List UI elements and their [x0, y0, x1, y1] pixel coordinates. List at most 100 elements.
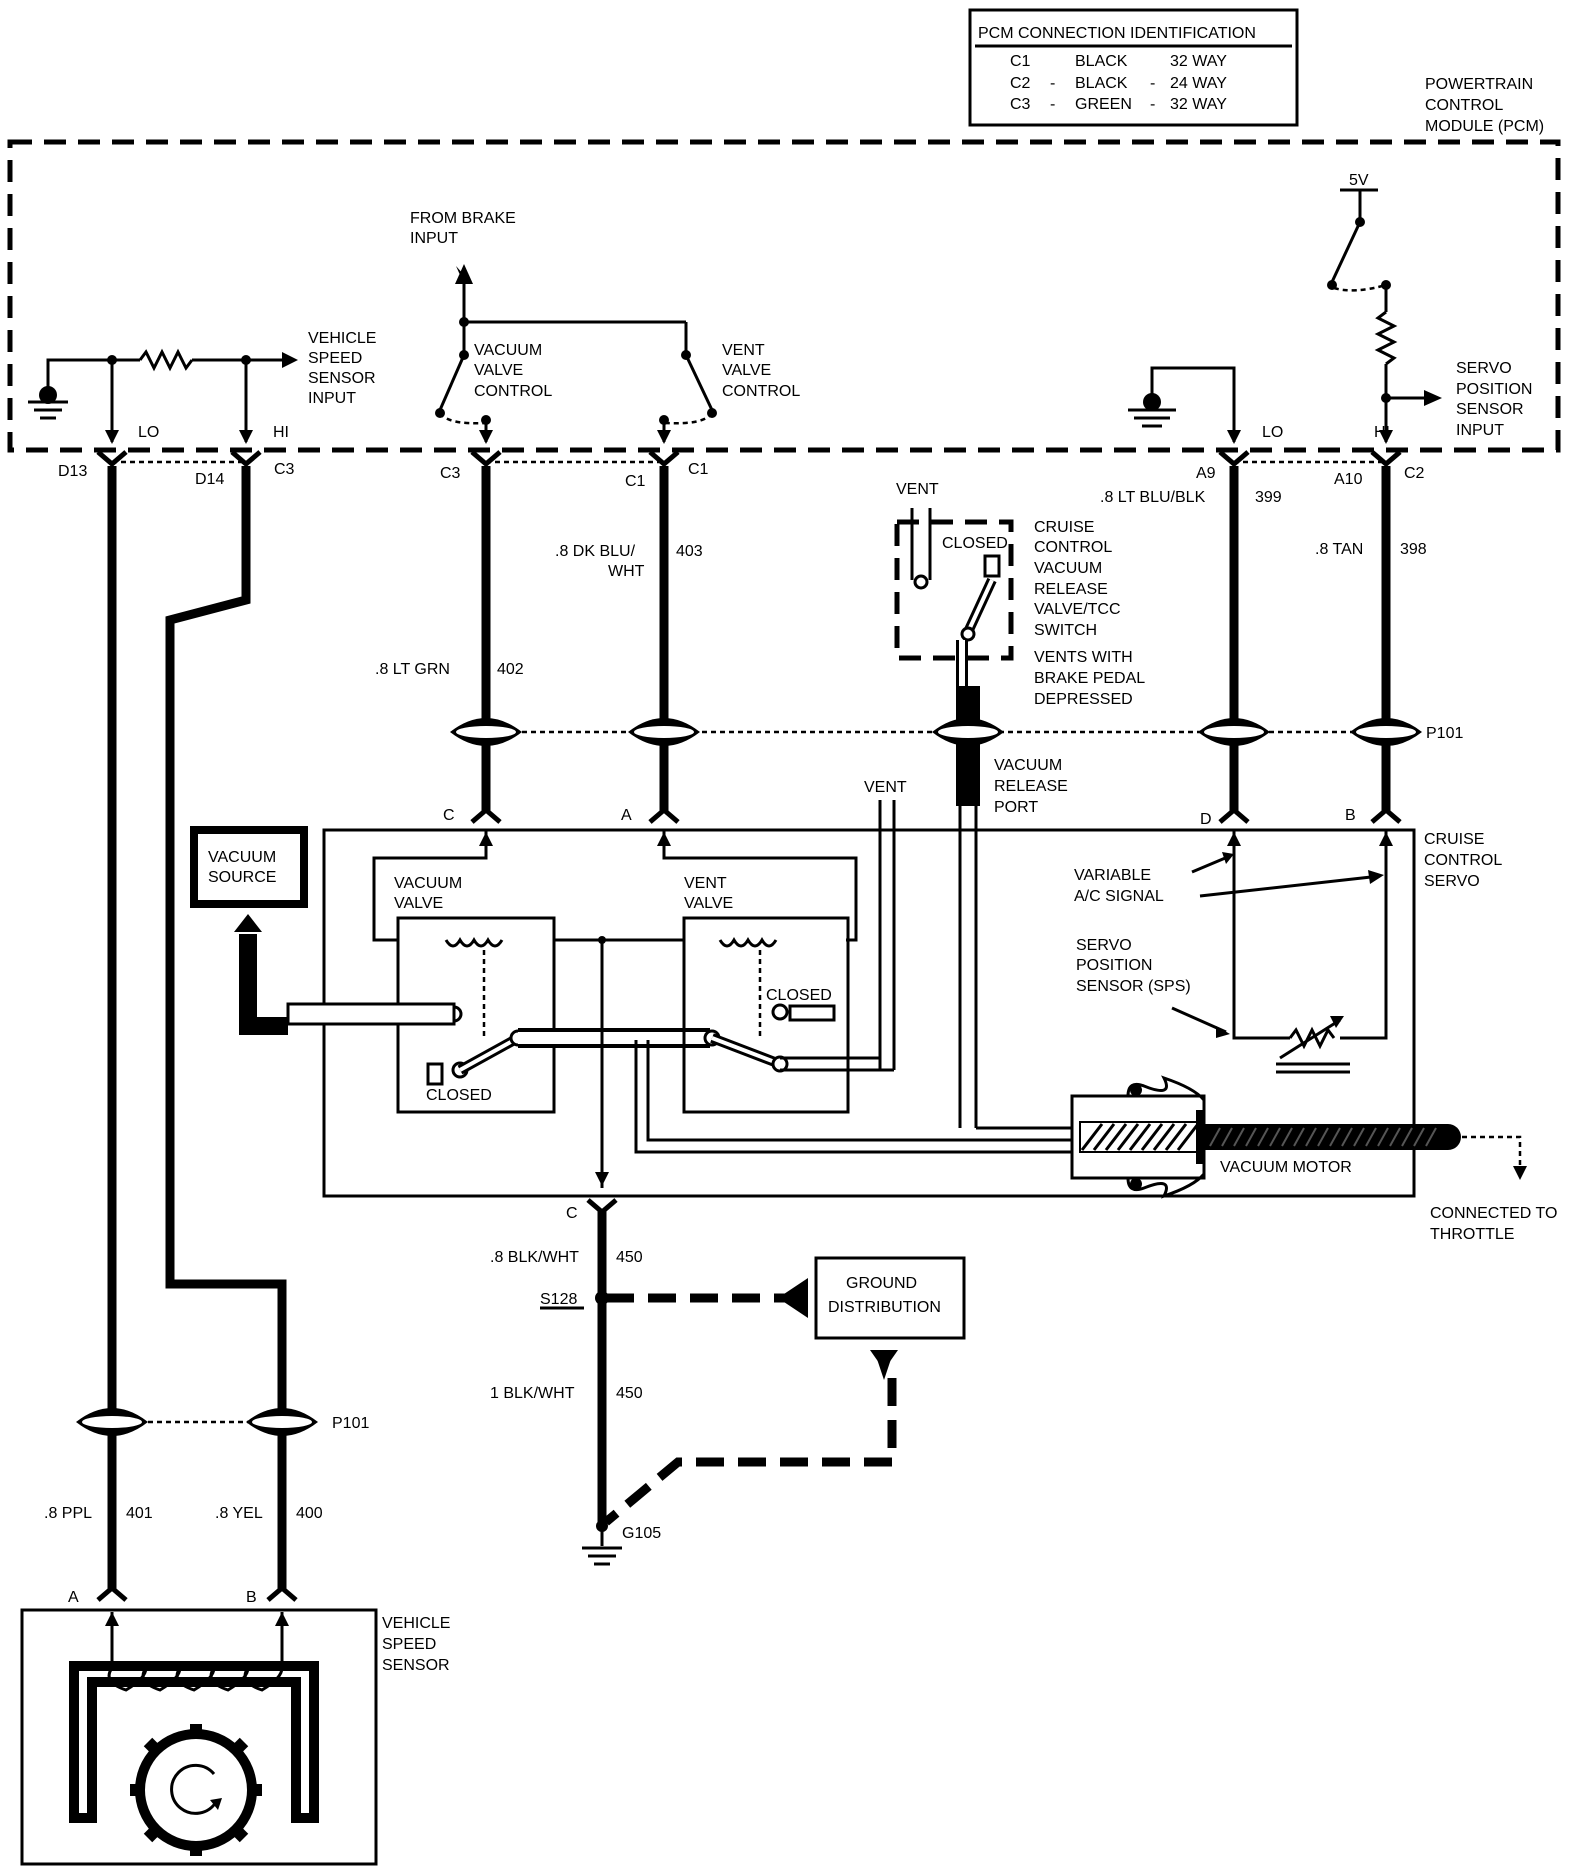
- diagram-label: SPEED: [382, 1636, 436, 1653]
- diagram-label: 398: [1400, 541, 1427, 558]
- connector-label: P101: [1426, 725, 1463, 742]
- diagram-label: MODULE (PCM): [1425, 118, 1544, 135]
- diagram-label: CONTROL: [1425, 97, 1503, 114]
- diagram-label: VALVE: [684, 895, 733, 912]
- diagram-label: SERVO: [1076, 937, 1132, 954]
- diagram-label: VEHICLE: [308, 330, 376, 347]
- diagram-label: GREEN: [1075, 96, 1132, 113]
- diagram-label: 32 WAY: [1170, 96, 1227, 113]
- diagram-label: D: [1200, 811, 1212, 828]
- diagram-label: INPUT: [308, 390, 356, 407]
- connector-grommet: [1198, 718, 1270, 746]
- ground-g105: G105: [622, 1525, 661, 1542]
- ground-icon: [582, 1546, 622, 1566]
- connector-p101-upper: P101 VACUUM RELEASE PORT: [450, 718, 1463, 816]
- connector-grommet: [628, 718, 700, 746]
- ground-distribution: S128 GROUND DISTRIBUTION G105: [540, 1256, 966, 1566]
- diagram-label: BLACK: [1075, 53, 1128, 70]
- diagram-label: VARIABLE: [1074, 867, 1151, 884]
- pcm-vss-input-circuit: LO HI VEHICLE SPEED SENSOR INPUT: [28, 330, 376, 444]
- diagram-label: INPUT: [1456, 422, 1504, 439]
- diagram-label: SENSOR: [308, 370, 376, 387]
- pcm-table-row: C1 BLACK 32 WAY: [1010, 53, 1227, 70]
- diagram-label: BLACK: [1075, 75, 1128, 92]
- diagram-label: VACUUM: [474, 342, 542, 359]
- diagram-label: CONNECTED TO: [1430, 1205, 1557, 1222]
- pcm-valve-control-circuit: FROM BRAKE INPUT VACUUM VALVE CONTROL VE…: [410, 210, 800, 444]
- diagram-label: A: [68, 1589, 79, 1606]
- diagram-label: VENT: [684, 875, 727, 892]
- diagram-label: 403: [676, 543, 703, 560]
- diagram-label: VACUUM: [994, 757, 1062, 774]
- vehicle-speed-sensor: A B VEHICLE SPEED SENSOR: [20, 1584, 450, 1866]
- diagram-label: HI: [1374, 424, 1390, 441]
- diagram-label: CONTROL: [474, 383, 552, 400]
- diagram-label: SENSOR (SPS): [1076, 978, 1191, 995]
- diagram-label: -: [1150, 75, 1155, 92]
- ground-icon: [28, 386, 68, 420]
- diagram-label: 399: [1255, 489, 1282, 506]
- diagram-label: 24 WAY: [1170, 75, 1227, 92]
- pcm-sps-input-circuit: LO 5V HI SERVO POSITION SENSOR INPUT: [1128, 172, 1532, 444]
- diagram-label: .8 LT BLU/BLK: [1100, 489, 1206, 506]
- diagram-label: FROM BRAKE: [410, 210, 516, 227]
- diagram-label: VEHICLE: [382, 1615, 450, 1632]
- diagram-label: VALVE: [474, 362, 523, 379]
- diagram-label: -: [1050, 75, 1055, 92]
- diagram-label: PORT: [994, 799, 1038, 816]
- connector-grommet: [450, 718, 522, 746]
- diagram-label: C1: [1010, 53, 1031, 70]
- diagram-label: CONTROL: [1424, 852, 1502, 869]
- pin-d13: D13: [58, 463, 87, 480]
- cruise-control-servo: CRUISE CONTROL SERVO C A D B VACUUM VALV…: [190, 779, 1557, 1243]
- diagram-label: CRUISE: [1034, 519, 1094, 536]
- diagram-label: VENT: [722, 342, 765, 359]
- pin-c1: C1: [688, 461, 709, 478]
- diagram-label: POWERTRAIN: [1425, 76, 1533, 93]
- connector-grommet: [246, 1408, 318, 1436]
- pcm-table-title: PCM CONNECTION IDENTIFICATION: [978, 25, 1256, 42]
- diagram-label: .8 BLK/WHT: [490, 1249, 579, 1266]
- diagram-label: .8 PPL: [44, 1505, 92, 1522]
- diagram-label: A/C SIGNAL: [1074, 888, 1164, 905]
- pcm-connection-table: PCM CONNECTION IDENTIFICATION C1 BLACK 3…: [968, 8, 1299, 127]
- diagram-label: 400: [296, 1505, 323, 1522]
- diagram-label: B: [1345, 807, 1356, 824]
- connector-grommet: [932, 718, 1004, 746]
- diagram-label: 5V: [1349, 172, 1369, 189]
- diagram-label: INPUT: [410, 230, 458, 247]
- diagram-label: .8 YEL: [215, 1505, 263, 1522]
- pcm-table-row: C2 - BLACK - 24 WAY: [1010, 75, 1227, 92]
- diagram-label: C2: [1010, 75, 1031, 92]
- diagram-label: HI: [273, 424, 289, 441]
- diagram-label: C: [566, 1205, 578, 1222]
- connector-label: P101: [332, 1415, 369, 1432]
- connector-grommet: [1350, 718, 1422, 746]
- diagram-label: THROTTLE: [1430, 1226, 1514, 1243]
- diagram-label: BRAKE PEDAL: [1034, 670, 1145, 687]
- diagram-label: CLOSED: [942, 535, 1008, 552]
- diagram-label: VACUUM: [394, 875, 462, 892]
- diagram-label: 401: [126, 1505, 153, 1522]
- pin-a10: A10: [1334, 471, 1363, 488]
- diagram-label: 1 BLK/WHT: [490, 1385, 575, 1402]
- pin-c2: C2: [1404, 465, 1425, 482]
- diagram-label: RELEASE: [994, 778, 1068, 795]
- diagram-label: VACUUM MOTOR: [1220, 1159, 1352, 1176]
- pcm-connector-pins: D13 D14 C3 C3 C1 C1 A9 A10 C2: [58, 450, 1425, 490]
- connector-p101-lower: P101: [76, 1408, 369, 1436]
- diagram-label: VENT: [864, 779, 907, 796]
- diagram-label: SPEED: [308, 350, 362, 367]
- diagram-label: VALVE/TCC: [1034, 601, 1121, 618]
- diagram-label: -: [1150, 96, 1155, 113]
- diagram-label: LO: [138, 424, 159, 441]
- diagram-label: WHT: [608, 563, 645, 580]
- diagram-label: SERVO: [1456, 360, 1512, 377]
- pin-c3: C3: [440, 465, 461, 482]
- diagram-label: 402: [497, 661, 524, 678]
- pin-c3: C3: [274, 461, 295, 478]
- diagram-label: CLOSED: [426, 1087, 492, 1104]
- diagram-label: VENTS WITH: [1034, 649, 1133, 666]
- diagram-label: CONTROL: [722, 383, 800, 400]
